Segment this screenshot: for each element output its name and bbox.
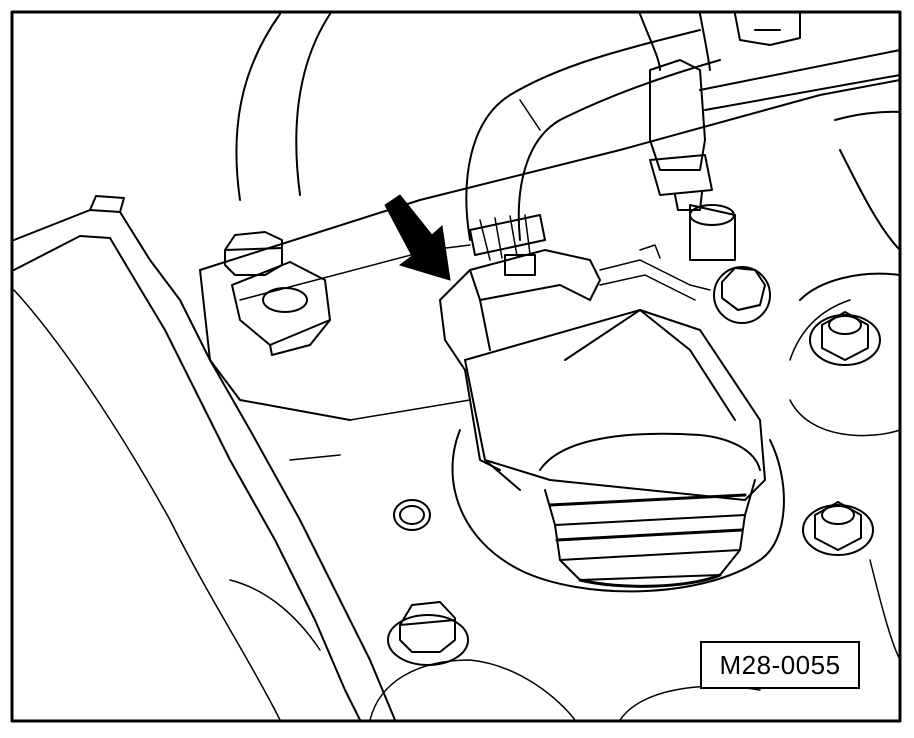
cover-plate-left — [13, 195, 396, 721]
socket-bolt-lower — [802, 501, 874, 556]
connector-hose — [465, 29, 721, 241]
figure-reference-label: M28-0055 — [700, 641, 860, 689]
housing-right — [834, 110, 901, 251]
bolt-bracket-left — [224, 231, 331, 356]
reference-code-text: M28-0055 — [719, 649, 841, 680]
hose-upper — [235, 13, 281, 201]
bolt-right-middle — [713, 266, 771, 324]
figure-frame — [10, 10, 902, 723]
sensor-post — [649, 59, 736, 261]
connector-seat — [451, 429, 785, 593]
housing-edge — [199, 79, 901, 271]
socket-bolt-upper — [809, 311, 881, 366]
sensor-connector — [439, 214, 766, 588]
mounting-hole — [393, 499, 431, 531]
mount-top-right — [734, 13, 801, 46]
arrow-indicator-icon — [384, 194, 451, 281]
